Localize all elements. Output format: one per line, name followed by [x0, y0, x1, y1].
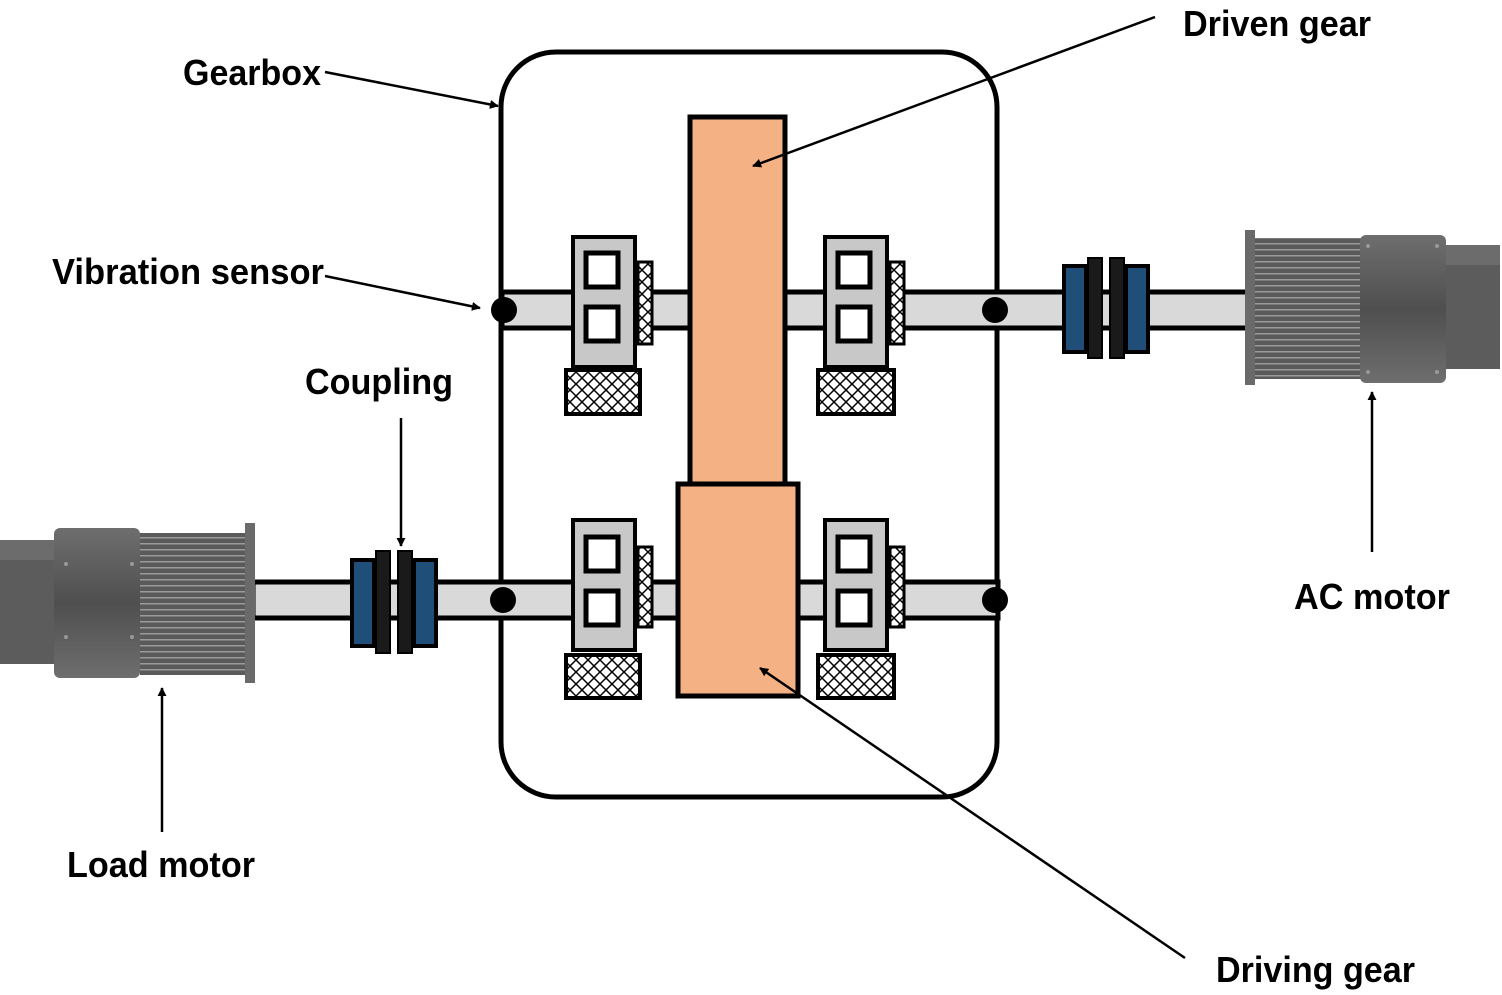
driven-gear-leader-arrow — [752, 15, 1156, 168]
driving-gear-label: Driving gear — [1216, 949, 1415, 990]
ac-motor — [1245, 230, 1500, 385]
ac-motor-label: AC motor — [1294, 576, 1450, 617]
vibration-sensor-leader-arrow — [324, 274, 481, 311]
driven-gear — [687, 114, 788, 490]
load-motor-label: Load motor — [67, 844, 255, 885]
coupling-label: Coupling — [305, 361, 453, 402]
sensor-dot-upper-left — [491, 297, 517, 323]
bearing-upper-left — [564, 235, 654, 416]
gearbox-label: Gearbox — [183, 52, 321, 93]
load-motor — [0, 523, 255, 683]
bearing-lower-left — [564, 518, 654, 700]
sensor-dot-lower-left — [490, 587, 516, 613]
driven-gear-label: Driven gear — [1183, 3, 1371, 44]
coupling-lower — [350, 550, 438, 654]
driving-gear — [675, 481, 801, 699]
bearing-upper-right — [816, 235, 906, 416]
gearbox-leader-arrow — [324, 70, 499, 109]
bearing-lower-right — [816, 518, 906, 700]
vibration-sensor-label: Vibration sensor — [52, 251, 324, 292]
coupling-upper — [1062, 257, 1150, 359]
sensor-dot-upper-right — [982, 297, 1008, 323]
sensor-dot-lower-right — [982, 587, 1008, 613]
driving-gear-leader-arrow — [759, 666, 1186, 960]
